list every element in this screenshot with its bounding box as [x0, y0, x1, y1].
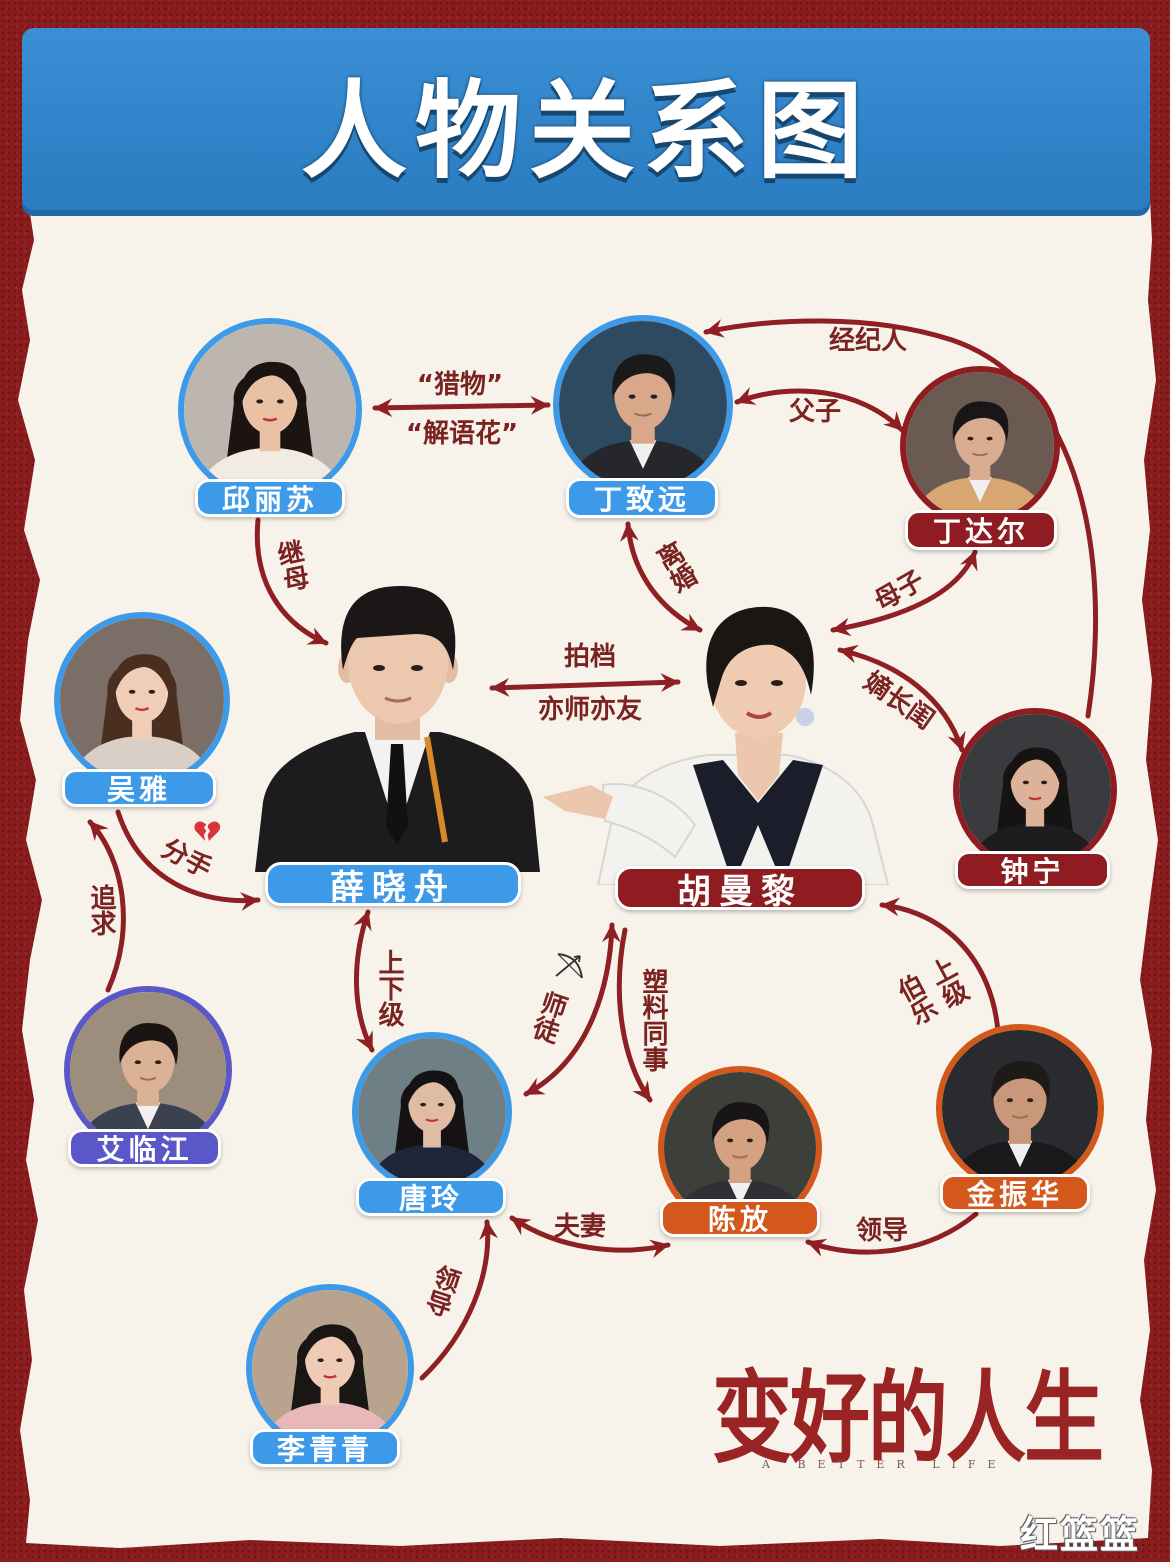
jin-zhenhua-photo — [942, 1030, 1098, 1186]
li-qingqing-portrait — [246, 1284, 414, 1452]
arrow-tip — [573, 955, 581, 963]
zhong-ning-photo — [959, 714, 1111, 866]
arrow-master-apprentice — [523, 922, 621, 1097]
relation-label-leader-jin-chen: 领导 — [855, 1216, 909, 1247]
tag-ding-daer: 丁达尔 — [905, 510, 1057, 550]
relation-label-mentor-friend: 亦师亦友 — [537, 695, 643, 726]
relation-label-father-son: 父子 — [788, 397, 842, 428]
relation-label-pursue: 追求 — [85, 884, 116, 936]
broken-heart-icon — [194, 821, 221, 841]
arrow-agent — [703, 318, 1098, 719]
li-qingqing-photo — [252, 1290, 408, 1446]
arrow-spouse — [509, 1215, 671, 1259]
arrow-protege — [837, 644, 966, 753]
tag-ai-linjiang: 艾临江 — [68, 1129, 221, 1167]
hair — [341, 586, 456, 670]
arrow-father-son — [734, 387, 905, 433]
bow — [557, 953, 583, 979]
sleeve — [601, 783, 697, 859]
xue-xiaozhou-figure — [255, 586, 540, 872]
tag-li-qingqing: 李青青 — [250, 1429, 400, 1467]
heart-right-half — [207, 821, 221, 841]
arrow-breakup — [115, 809, 261, 911]
heart-left-half — [194, 821, 207, 841]
ding-daer-portrait — [900, 366, 1060, 526]
tag-jin-zhenhua: 金振华 — [940, 1174, 1090, 1212]
left-eye — [735, 680, 747, 686]
show-logo-subtitle: A BETTER LIFE — [762, 1458, 1008, 1471]
arrow-stepmother — [254, 517, 329, 646]
bow-arrow-icon — [555, 953, 583, 979]
arrow-shaft — [555, 955, 581, 977]
mouth — [384, 696, 412, 703]
ding-zhiyuan-photo — [559, 321, 727, 489]
tag-xue-xiaozhou: 薛晓舟 — [265, 862, 521, 908]
relation-label-spouse: 夫妻 — [553, 1212, 607, 1243]
mouth — [745, 711, 773, 719]
arrow-bole-superior — [879, 897, 1001, 1035]
pointing-hand — [543, 785, 613, 819]
arrow-leader-li-tang — [419, 1219, 499, 1381]
qiu-lisu-photo — [184, 324, 356, 496]
arrow-partner — [489, 673, 681, 697]
arrow-divorce — [619, 521, 703, 633]
arrow-leader-jin-chen — [805, 1211, 979, 1257]
relation-label-superior-subordinate: 上下级 — [373, 949, 404, 1027]
tag-wu-ya: 吴雅 — [62, 769, 216, 807]
ding-daer-photo — [906, 372, 1054, 520]
wu-ya-portrait — [54, 612, 230, 788]
title-banner: 人物关系图 — [22, 28, 1150, 216]
arrow-superior-subordinate — [353, 909, 375, 1053]
relation-label-confidante: “解语花” — [405, 419, 519, 450]
jin-zhenhua-portrait — [936, 1024, 1104, 1192]
relation-label-partner: 拍档 — [563, 642, 617, 673]
bow-string — [557, 953, 583, 979]
ai-linjiang-portrait — [64, 986, 232, 1154]
tag-qiu-lisu: 邱丽苏 — [195, 479, 345, 517]
left-eye — [373, 665, 385, 671]
relation-label-agent: 经纪人 — [828, 326, 908, 357]
tag-zhong-ning: 钟宁 — [955, 851, 1110, 889]
tag-chen-fang: 陈放 — [660, 1199, 820, 1237]
ding-zhiyuan-portrait — [553, 315, 733, 495]
page-title: 人物关系图 — [301, 70, 871, 193]
collar — [693, 760, 823, 885]
arrow-pursue — [87, 819, 126, 993]
right-eye — [771, 680, 783, 686]
tang-ling-portrait — [352, 1032, 512, 1192]
hu-manli-figure — [543, 606, 890, 885]
right-eye — [411, 665, 423, 671]
arrow-mother-son — [830, 549, 978, 637]
ai-linjiang-photo — [70, 992, 226, 1148]
arrow-qiu-ding — [372, 395, 551, 418]
tang-ling-photo — [358, 1038, 506, 1186]
tag-ding-zhiyuan: 丁致远 — [566, 478, 718, 518]
show-logo-title: 变好的人生 — [712, 1359, 1104, 1477]
tie — [386, 744, 408, 844]
hair — [706, 606, 814, 707]
wu-ya-photo — [60, 618, 224, 782]
qiu-lisu-portrait — [178, 318, 362, 502]
relation-label-prey: “猎物” — [416, 370, 504, 401]
lanyard — [424, 736, 448, 843]
relation-label-plastic-colleague: 塑料同事 — [637, 968, 668, 1072]
earring — [796, 708, 814, 726]
watermark: 红篮篮 — [1020, 1513, 1141, 1557]
tag-tang-ling: 唐玲 — [356, 1178, 506, 1216]
arrow-plastic-colleague — [616, 927, 653, 1103]
tag-hu-manli: 胡曼黎 — [615, 866, 865, 912]
zhong-ning-portrait — [953, 708, 1117, 872]
chest — [735, 733, 783, 801]
